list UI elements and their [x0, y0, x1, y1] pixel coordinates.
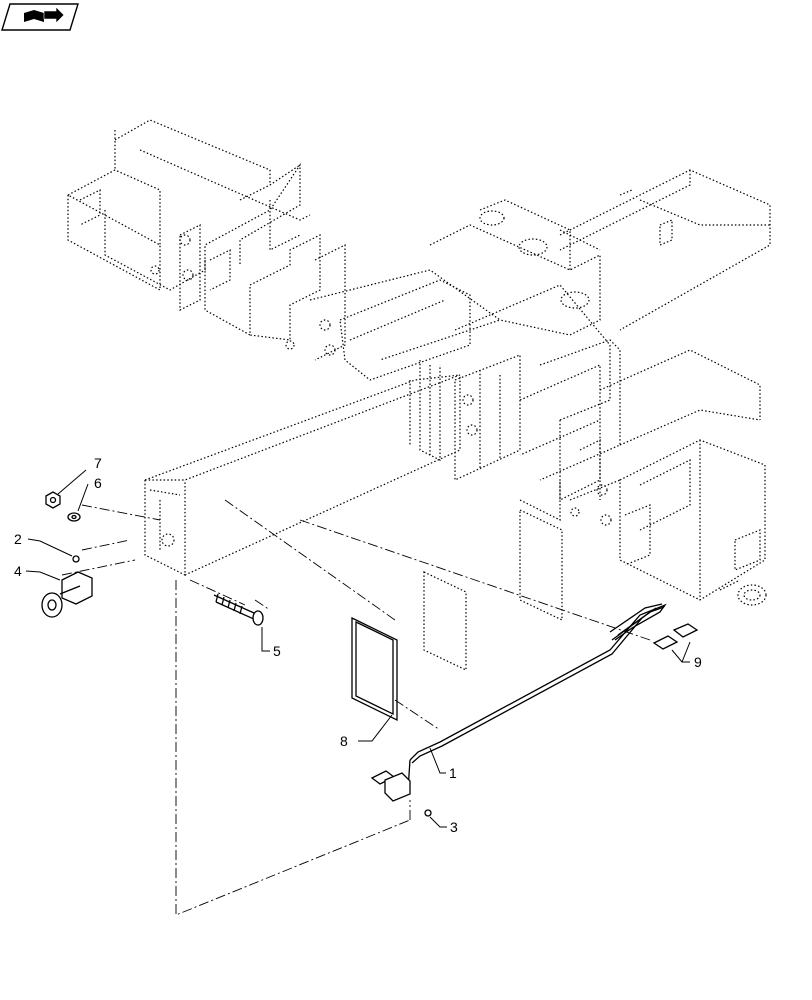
callout-6: 6	[94, 475, 102, 491]
callout-5: 5	[273, 643, 281, 659]
callout-8: 8	[340, 733, 348, 749]
screw-part-2[interactable]	[72, 555, 80, 563]
assembly-lines	[61, 499, 651, 916]
callout-4: 4	[14, 563, 22, 579]
callout-9: 9	[694, 654, 702, 670]
callout-leaders	[25, 469, 691, 828]
book-arrow-icon[interactable]	[1, 3, 79, 31]
wiring-harness-part-1[interactable]	[370, 603, 667, 802]
decal-part-8[interactable]	[351, 616, 398, 722]
frame-decal-panels	[423, 509, 563, 671]
callout-2: 2	[14, 531, 22, 547]
bolt-part-5[interactable]	[213, 593, 264, 626]
hex-nut-part-7[interactable]	[45, 491, 61, 509]
callout-7: 7	[94, 455, 102, 471]
frame-assembly	[67, 119, 771, 606]
decal-part-9[interactable]	[652, 623, 699, 650]
clamp-part-4[interactable]	[41, 571, 93, 618]
nut-part-3[interactable]	[424, 809, 432, 817]
callout-numbers: 1 2 3 4 5 6 7 8 9	[14, 455, 702, 835]
callout-3: 3	[450, 819, 458, 835]
washer-part-6[interactable]	[67, 512, 81, 522]
callout-1: 1	[449, 765, 457, 781]
